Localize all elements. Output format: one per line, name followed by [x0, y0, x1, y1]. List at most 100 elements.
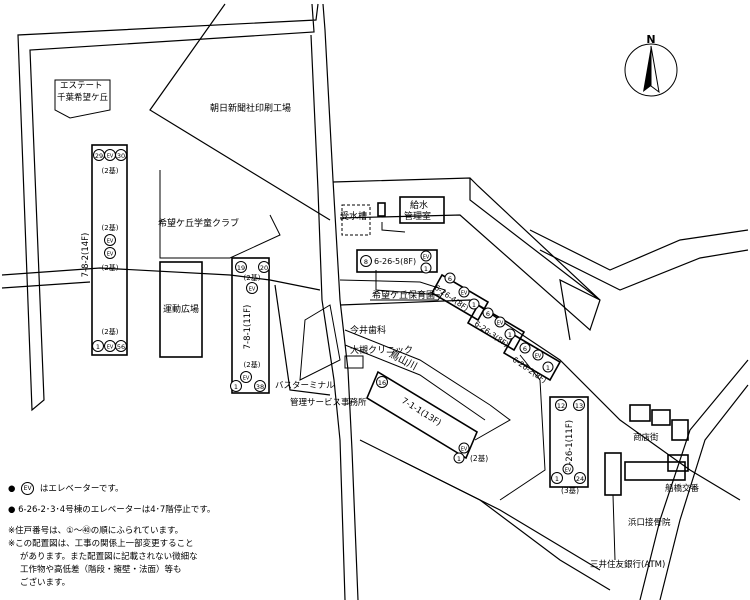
note-stop: ● 6-26-2･3･4号棟のエレベーターは4･7階停止です。	[8, 504, 308, 517]
legend-notes: ● EV はエレベーターです。 ● 6-26-2･3･4号棟のエレベーターは4･…	[8, 482, 308, 590]
annotations-7-8-2: 29 EV 30 (2基) (2基) EV EV (2基) (2基) 1 EV …	[81, 149, 127, 352]
ev-7-1-1: EV	[461, 447, 468, 453]
unit-7-8-1-top-left: 19	[237, 264, 245, 272]
road-east-2	[469, 178, 601, 341]
water-tank	[341, 204, 371, 236]
label-field: 運動広場	[163, 303, 199, 315]
building-6-26-5	[356, 249, 438, 273]
label-dental: 今井歯科	[350, 324, 386, 336]
estate-zone	[54, 79, 111, 119]
building-6-26-2	[502, 333, 562, 382]
label-6-26-5: 6-26-5(8F)	[374, 257, 416, 266]
school-zone	[159, 170, 281, 259]
label-estate-1: エステート	[60, 81, 103, 91]
units-7-8-2-c: (2基)	[102, 263, 119, 272]
supply-connector	[381, 222, 406, 233]
annotations-7-1-1: 16 7-1-1(13F) EV 1 (2基)	[376, 376, 488, 464]
unit-6-26-1-bottom-right: 24	[576, 475, 584, 483]
ev-legend-icon: EV	[21, 482, 35, 495]
label-supply-1: 給水	[410, 199, 428, 211]
road-northwest-diagonal	[149, 3, 331, 221]
ev-6-26-2: EV	[535, 354, 542, 360]
road-southeast	[339, 299, 741, 501]
north-compass: N	[624, 33, 678, 97]
unit-6-26-1-bottom-left: 1	[555, 475, 559, 483]
annotations-6-26-1: 12 13 6-26-1(11F) EV 1 24 (3基)	[551, 399, 586, 495]
road-bus-terminal	[274, 284, 331, 396]
unit-6-26-2-right: 1	[546, 364, 550, 372]
road-west	[1, 267, 321, 291]
road-far-east	[639, 359, 749, 600]
unit-7-8-2-top-right: 30	[117, 152, 125, 160]
note-ev-desc: はエレベーターです。	[39, 484, 124, 494]
road-west-2	[1, 281, 91, 289]
river-line	[344, 329, 491, 406]
shop-5	[667, 454, 689, 472]
north-label: N	[646, 33, 655, 46]
label-supply-2: 管理室	[404, 210, 431, 222]
unit-7-1-1-top: 16	[378, 379, 386, 387]
label-nursery: 希望ケ丘保育園	[372, 289, 435, 301]
label-osteo: 浜口接骨院	[628, 517, 671, 528]
label-shops: 商店街	[633, 432, 659, 443]
road-east-branch	[529, 229, 749, 271]
roads	[1, 3, 749, 600]
label-bank: 三井住友銀行(ATM)	[590, 559, 665, 570]
note-disclaimer-4: ございます。	[20, 578, 71, 588]
label-6-26-2: 6-26-2(8F)	[511, 355, 549, 385]
label-7-1-1: 7-1-1(13F)	[399, 396, 442, 428]
building-7-8-1	[231, 257, 270, 394]
ev-7-8-1-a: EV	[249, 287, 256, 293]
note-disclaimer-2: があります。また配置図に記載されない微細な	[20, 552, 198, 562]
annotations-6-26-5: 8 6-26-5(8F) EV 1	[360, 250, 432, 274]
ev-7-8-2-d: EV	[107, 345, 114, 351]
unit-7-8-1-bottom-left: 1	[234, 383, 238, 391]
river-bank	[474, 404, 511, 441]
label-bus-terminal: バスターミナル	[275, 381, 335, 391]
note-disclaimer-3: 工作物や高低差（階段・擁壁・法面）等も	[20, 565, 182, 575]
road-east-branch-2	[539, 249, 749, 291]
units-6-26-1: (3基)	[561, 485, 579, 495]
nursery-zone	[339, 279, 446, 301]
ev-7-8-1-b: EV	[243, 376, 250, 382]
nursery-inner	[375, 270, 441, 296]
ev-6-26-3: EV	[497, 321, 504, 327]
label-club: 希望ケ丘学童クラブ	[158, 217, 239, 229]
building-7-1-1	[365, 370, 479, 460]
bank-building	[604, 452, 622, 496]
units-7-8-1-b: (2基)	[244, 360, 261, 369]
ev-7-8-2-b: EV	[107, 239, 114, 245]
note-numbering: ※住戸番号は、①～㊵の順にふられています。	[8, 526, 184, 536]
road-south-2	[359, 439, 601, 571]
river-line-2	[344, 344, 486, 421]
units-7-8-2-a: (2基)	[102, 166, 119, 175]
unit-7-8-2-bottom-left: 1	[96, 343, 100, 351]
building-7-8-2	[91, 144, 128, 356]
unit-6-26-2-left: 6	[523, 345, 527, 353]
label-tank: 受水槽	[340, 210, 367, 222]
unit-6-26-5-right: 1	[424, 265, 428, 273]
road-far-east-2	[659, 384, 749, 600]
ev-6-26-1: EV	[565, 468, 572, 474]
note-bullet-2: ●	[8, 505, 16, 515]
label-asahi: 朝日新聞社印刷工場	[210, 102, 291, 114]
building-6-26-3	[466, 303, 526, 352]
annotations-7-8-1: 19 20 (2基) EV 7-8-1(11F) (2基) EV 1 38	[230, 261, 270, 392]
tank-small-box	[377, 202, 386, 217]
label-police: 船橋交番	[665, 483, 700, 494]
note-ev: ● EV はエレベーターです。	[8, 482, 308, 496]
road-central-vertical	[322, 3, 359, 600]
units-7-8-1-a: (2基)	[244, 273, 261, 282]
shop-2	[651, 409, 671, 426]
shop-3	[671, 419, 689, 441]
unit-6-26-1-top-left: 12	[557, 402, 565, 410]
units-7-1-1: (2基)	[470, 453, 488, 463]
label-6-26-1: 6-26-1(11F)	[565, 420, 575, 470]
label-7-8-1: 7-8-1(11F)	[243, 305, 253, 350]
unit-6-26-3-right: 1	[508, 331, 512, 339]
unit-6-26-1-top-right: 13	[575, 402, 583, 410]
sports-field	[159, 261, 203, 358]
unit-7-1-1-bottom: 1	[457, 455, 461, 463]
ev-6-26-5: EV	[423, 255, 430, 261]
